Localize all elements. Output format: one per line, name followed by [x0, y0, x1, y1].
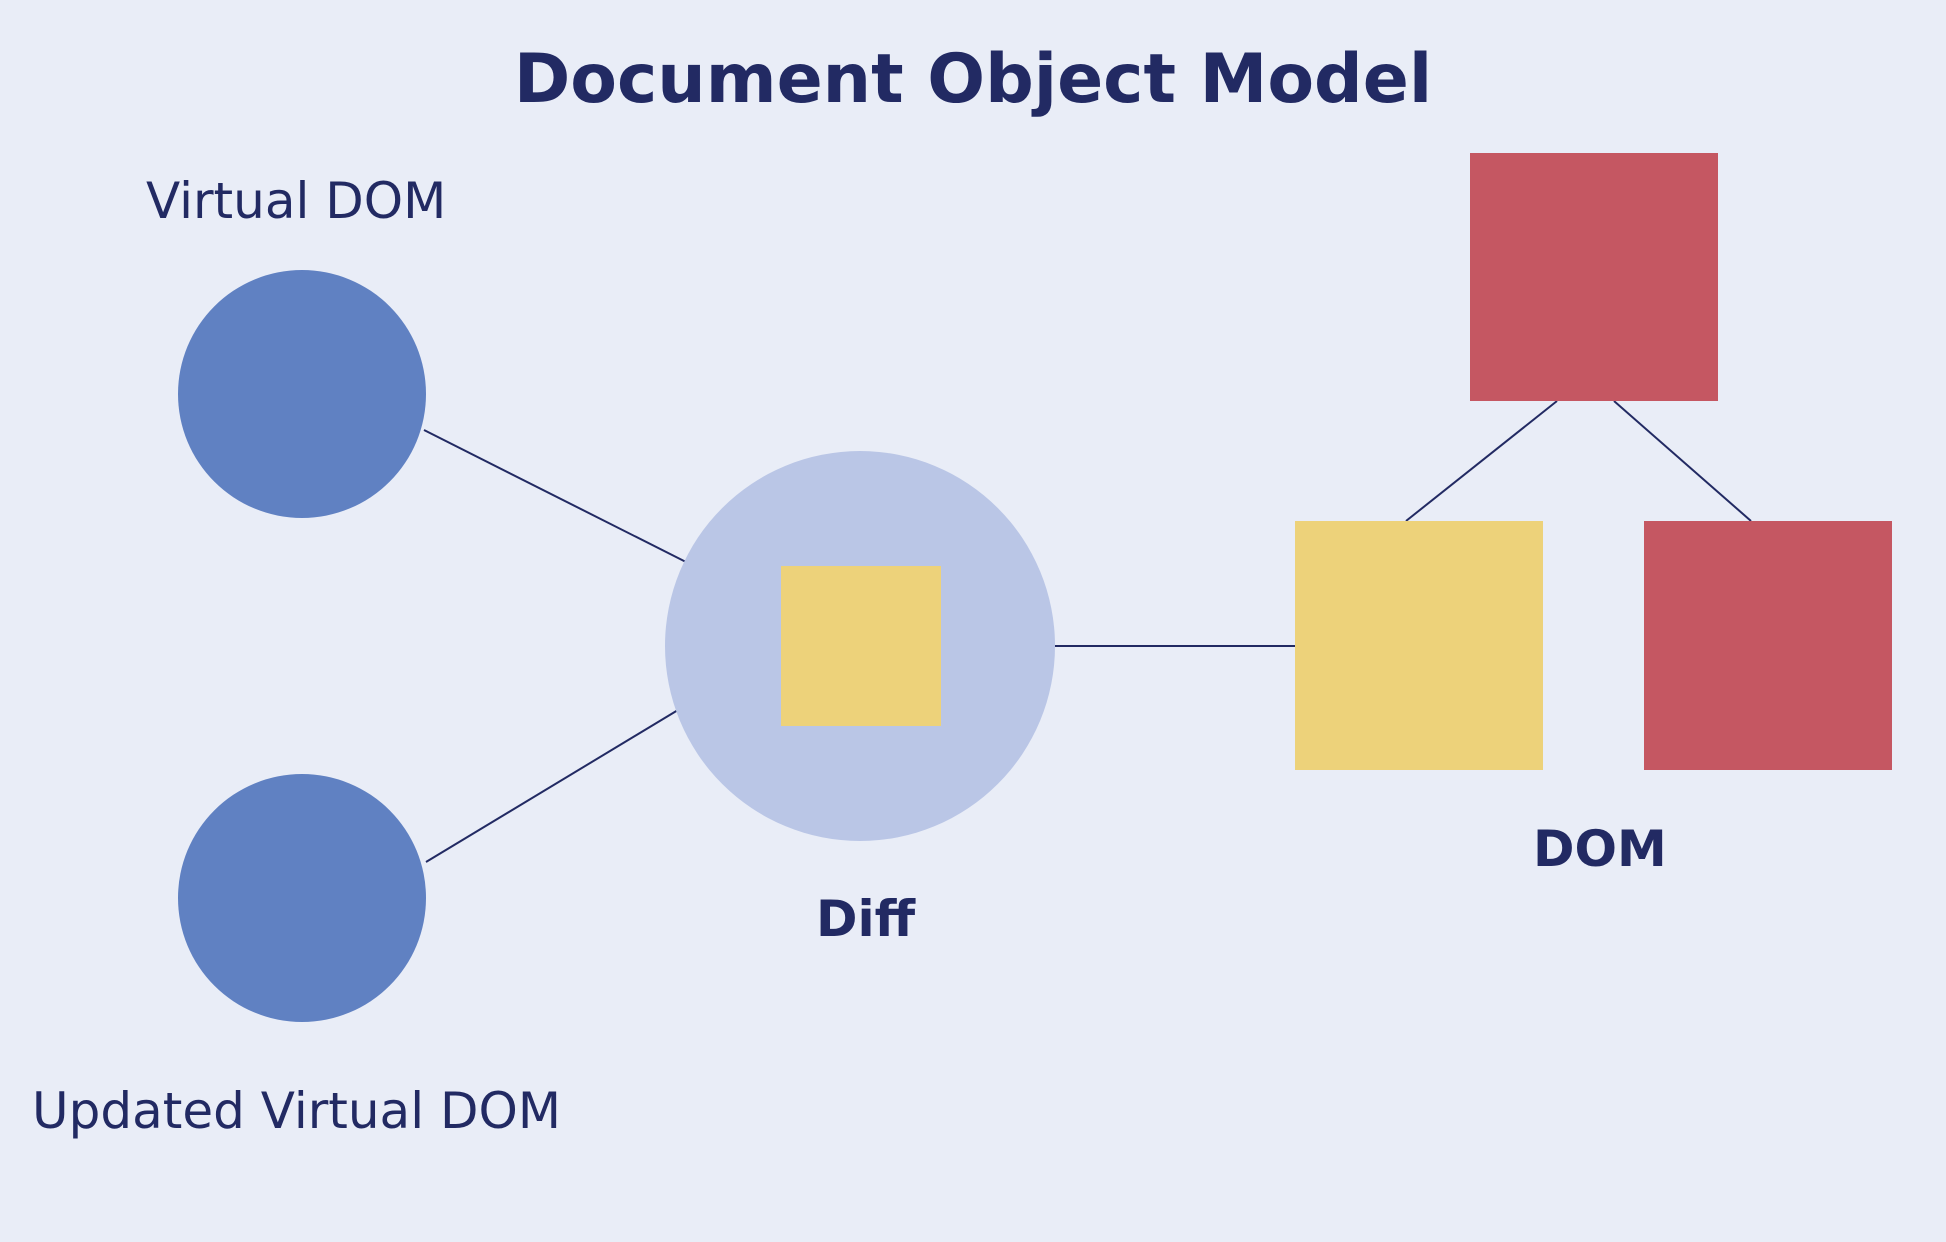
- connector-dom-root-to-right: [1613, 400, 1752, 522]
- dom-changed-child-node: [1295, 521, 1543, 770]
- diff-changed-node: [781, 566, 941, 726]
- updated-virtual-dom-label: Updated Virtual DOM: [32, 1082, 561, 1140]
- diff-label: Diff: [816, 890, 916, 948]
- connector-dom-root-to-left: [1405, 400, 1558, 522]
- virtual-dom-node: [178, 270, 426, 518]
- dom-label: DOM: [1533, 820, 1667, 878]
- connector-updated-to-diff: [425, 709, 679, 863]
- updated-virtual-dom-node: [178, 774, 426, 1022]
- virtual-dom-label: Virtual DOM: [146, 172, 447, 230]
- dom-root-node: [1470, 153, 1718, 401]
- connector-virtual-to-diff: [423, 429, 687, 563]
- dom-child-node: [1644, 521, 1892, 770]
- diagram-title: Document Object Model: [513, 40, 1433, 119]
